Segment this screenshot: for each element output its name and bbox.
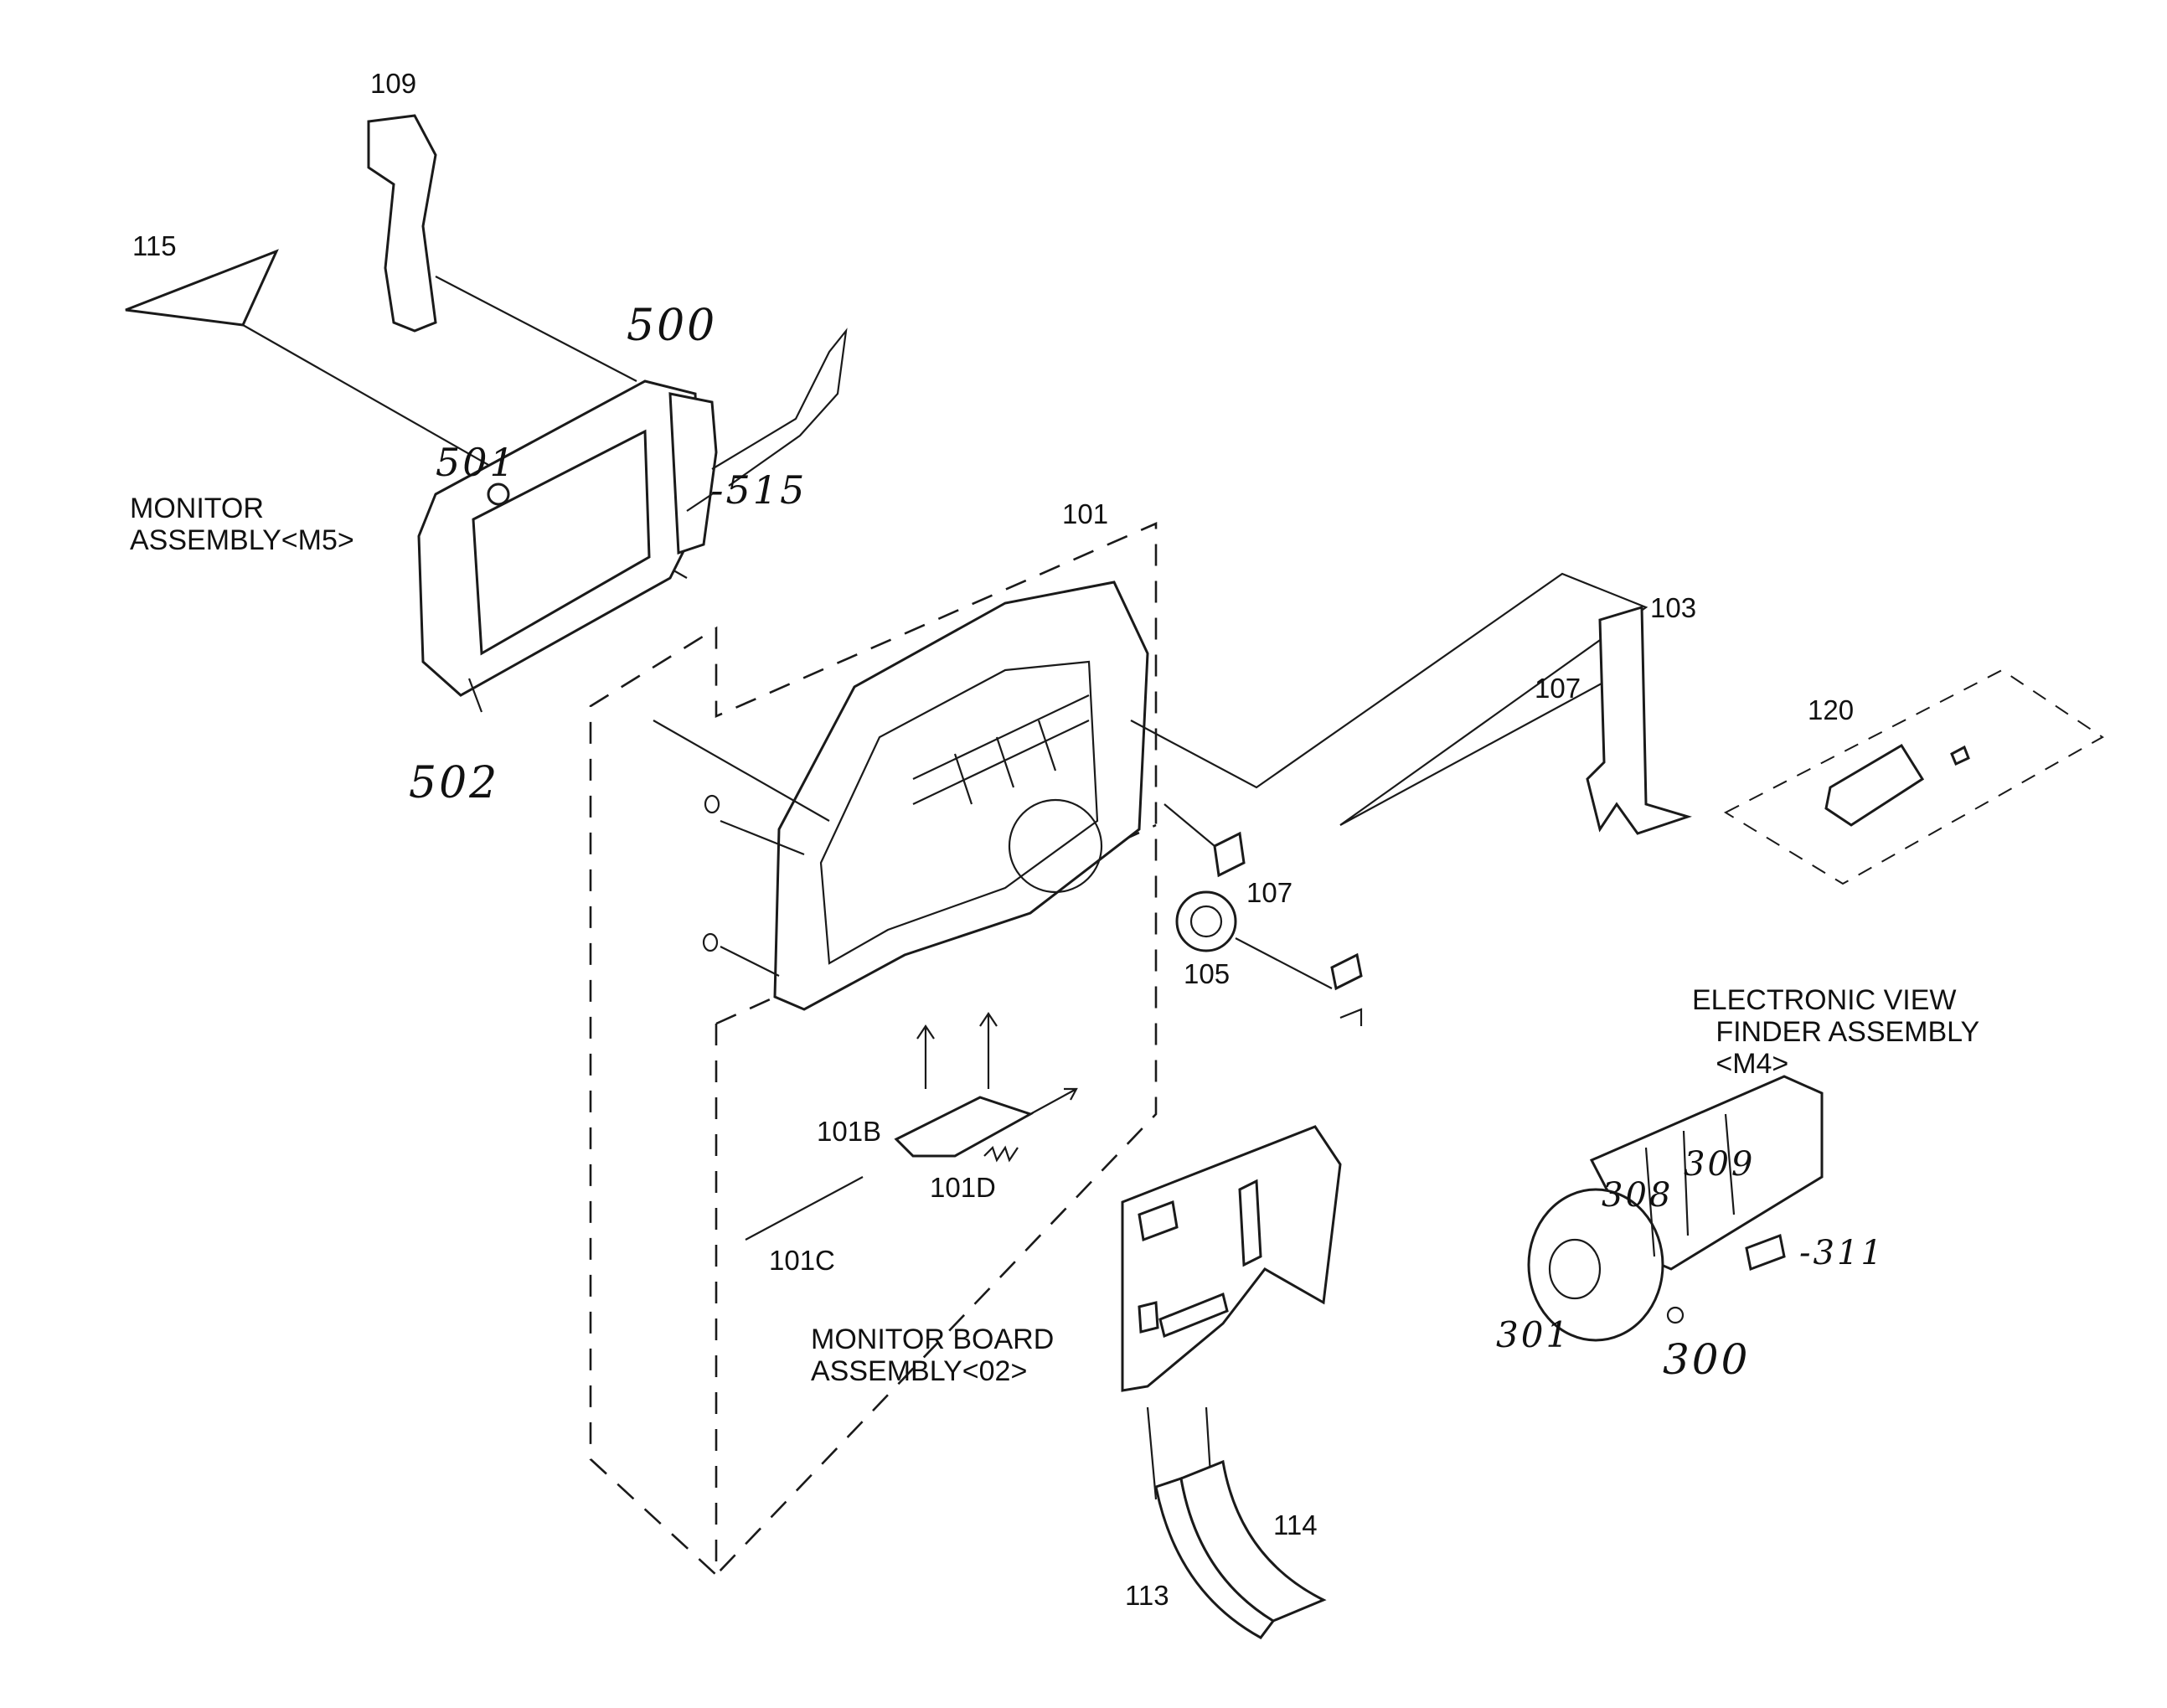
label-109: 109 — [370, 68, 417, 99]
part-101b-latch — [894, 1096, 1034, 1158]
part-308-lens-tube — [1644, 1130, 1690, 1257]
label-105: 105 — [1184, 958, 1231, 989]
part-107b-leader — [1163, 803, 1215, 847]
label-309: 309 — [1684, 1145, 1756, 1184]
part-105-bracket — [1330, 952, 1363, 991]
monitor-board-pcb — [1121, 1125, 1342, 1392]
label-101c: 101C — [769, 1245, 835, 1276]
monitor-screen — [472, 429, 651, 656]
monitor-flex-cable — [711, 328, 848, 487]
case-assembly-leader-b — [720, 819, 805, 856]
label-515: -515 — [710, 467, 807, 513]
monitor-board-connector-b — [1238, 1179, 1262, 1267]
part-501-screw — [487, 482, 510, 506]
case-assembly-leader-c — [720, 946, 780, 977]
label-107-upper: 107 — [1535, 673, 1581, 704]
part-120-component — [1824, 743, 1925, 827]
case-assembly-leader-a — [653, 720, 830, 822]
part-101d-spring — [983, 1145, 1019, 1163]
latch-arrow-up-a — [916, 1024, 935, 1089]
label-101: 101 — [1062, 498, 1109, 529]
monitor-board-connector-c — [1158, 1292, 1229, 1339]
part-107-clip — [1213, 831, 1246, 878]
label-301: 301 — [1496, 1314, 1571, 1355]
part-105-leader — [1235, 937, 1333, 989]
part-109-latch — [367, 114, 437, 333]
monitor-board-connector-a — [1138, 1200, 1179, 1242]
evf-eyepiece-lens — [1548, 1238, 1602, 1300]
label-501: 501 — [436, 440, 517, 485]
label-500: 500 — [627, 301, 718, 351]
part-105-speaker — [1175, 890, 1237, 952]
part-515-leader — [686, 493, 713, 512]
part-114-flex-cable — [1179, 1459, 1327, 1623]
part-101-main-case — [773, 581, 1149, 1011]
part-103-bracket — [1586, 605, 1692, 835]
part-120-tab — [1950, 745, 1970, 766]
part-105-mount — [1339, 1008, 1363, 1026]
part-109-leader — [435, 276, 637, 382]
label-115: 115 — [132, 230, 177, 261]
case-assembly-boundary — [589, 522, 1158, 1577]
label-107-lower: 107 — [1246, 877, 1293, 908]
label-monitor-assembly: MONITOR ASSEMBLY<M5> — [130, 493, 354, 557]
label-monitor-board-assembly: MONITOR BOARD ASSEMBLY<02> — [811, 1324, 1055, 1388]
label-308: 308 — [1602, 1176, 1674, 1215]
label-120: 120 — [1808, 694, 1855, 725]
part-101c-pin — [745, 1176, 864, 1241]
case-screw-hole-b — [702, 932, 719, 952]
label-300: 300 — [1663, 1335, 1751, 1384]
monitor-hinge — [668, 392, 718, 555]
part-105-speaker-cone — [1189, 905, 1223, 938]
latch-arrow-right — [1029, 1087, 1078, 1115]
label-114: 114 — [1273, 1509, 1318, 1540]
part-114-leader — [1205, 1406, 1212, 1475]
part-309-ring — [1724, 1113, 1736, 1215]
case-speaker-grille — [1008, 798, 1103, 894]
case-screw-hole-a — [704, 794, 720, 814]
part-300-screw — [1666, 1306, 1685, 1324]
part-107-flex-leader — [1130, 572, 1648, 826]
label-311: -311 — [1799, 1234, 1885, 1272]
label-101b: 101B — [817, 1116, 882, 1147]
monitor-board-connector-d — [1138, 1301, 1159, 1334]
tape-mechanism-rollers — [912, 694, 1090, 805]
case-inner-frame — [819, 660, 1099, 965]
latch-arrow-up-b — [979, 1012, 998, 1089]
part-115-protective-sheet — [125, 249, 279, 327]
label-113: 113 — [1125, 1580, 1169, 1611]
part-502-leader — [467, 678, 483, 713]
part-120-boundary — [1723, 668, 2104, 885]
label-103: 103 — [1650, 592, 1697, 623]
label-502: 502 — [409, 758, 500, 808]
part-301-eyecup — [1527, 1188, 1664, 1342]
label-evf-assembly: ELECTRONIC VIEW FINDER ASSEMBLY <M4> — [1692, 984, 1980, 1081]
label-101d: 101D — [930, 1172, 996, 1203]
part-311-tab — [1745, 1233, 1786, 1272]
part-113-leader — [1146, 1406, 1158, 1500]
